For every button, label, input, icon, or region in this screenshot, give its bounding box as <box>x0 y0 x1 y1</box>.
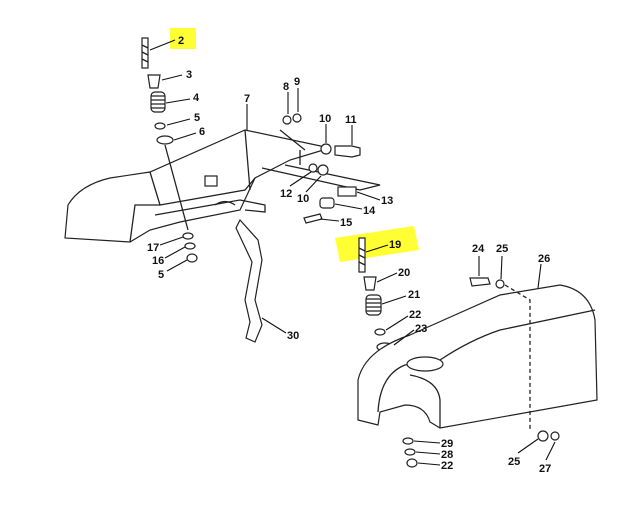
callout-28: 28 <box>441 449 453 461</box>
callout-5: 5 <box>194 112 200 124</box>
callout-27: 27 <box>539 463 551 475</box>
left-housing <box>64 129 331 243</box>
callout-5b: 5 <box>158 269 164 281</box>
callout-21: 21 <box>408 289 420 301</box>
callout-6: 6 <box>199 126 205 138</box>
callout-26: 26 <box>538 253 550 265</box>
callout-7: 7 <box>244 93 250 105</box>
callout-10: 10 <box>319 113 331 125</box>
callout-20: 20 <box>398 267 410 279</box>
callout-9: 9 <box>294 76 300 88</box>
callout-12: 12 <box>280 188 292 200</box>
highlight-2 <box>170 28 196 49</box>
callout-14: 14 <box>363 205 376 217</box>
callout-16: 16 <box>152 255 164 267</box>
callout-25b: 25 <box>508 456 520 468</box>
callout-2: 2 <box>178 35 184 47</box>
callouts: 2 3 4 5 6 7 8 9 10 11 12 10 13 14 15 17 … <box>147 35 551 475</box>
callout-15: 15 <box>340 217 352 229</box>
callout-17: 17 <box>147 242 159 254</box>
highlight-19 <box>335 226 419 262</box>
callout-29: 29 <box>441 438 453 450</box>
callout-22b: 22 <box>441 460 453 472</box>
leader-lines <box>149 39 556 466</box>
left-stack <box>141 37 198 263</box>
callout-3: 3 <box>186 69 192 81</box>
callout-13: 13 <box>381 195 393 207</box>
callout-11: 11 <box>345 114 357 126</box>
callout-4: 4 <box>193 92 200 104</box>
callout-22: 22 <box>409 309 421 321</box>
callout-25: 25 <box>496 243 508 255</box>
callout-24: 24 <box>472 243 485 255</box>
callout-19: 19 <box>389 239 401 251</box>
callout-23: 23 <box>415 323 427 335</box>
right-housing <box>357 277 598 442</box>
callout-30: 30 <box>287 330 299 342</box>
callout-10b: 10 <box>297 193 309 205</box>
pedal-30 <box>235 218 263 343</box>
hardware-8-15 <box>282 113 361 224</box>
callout-8: 8 <box>283 81 289 93</box>
